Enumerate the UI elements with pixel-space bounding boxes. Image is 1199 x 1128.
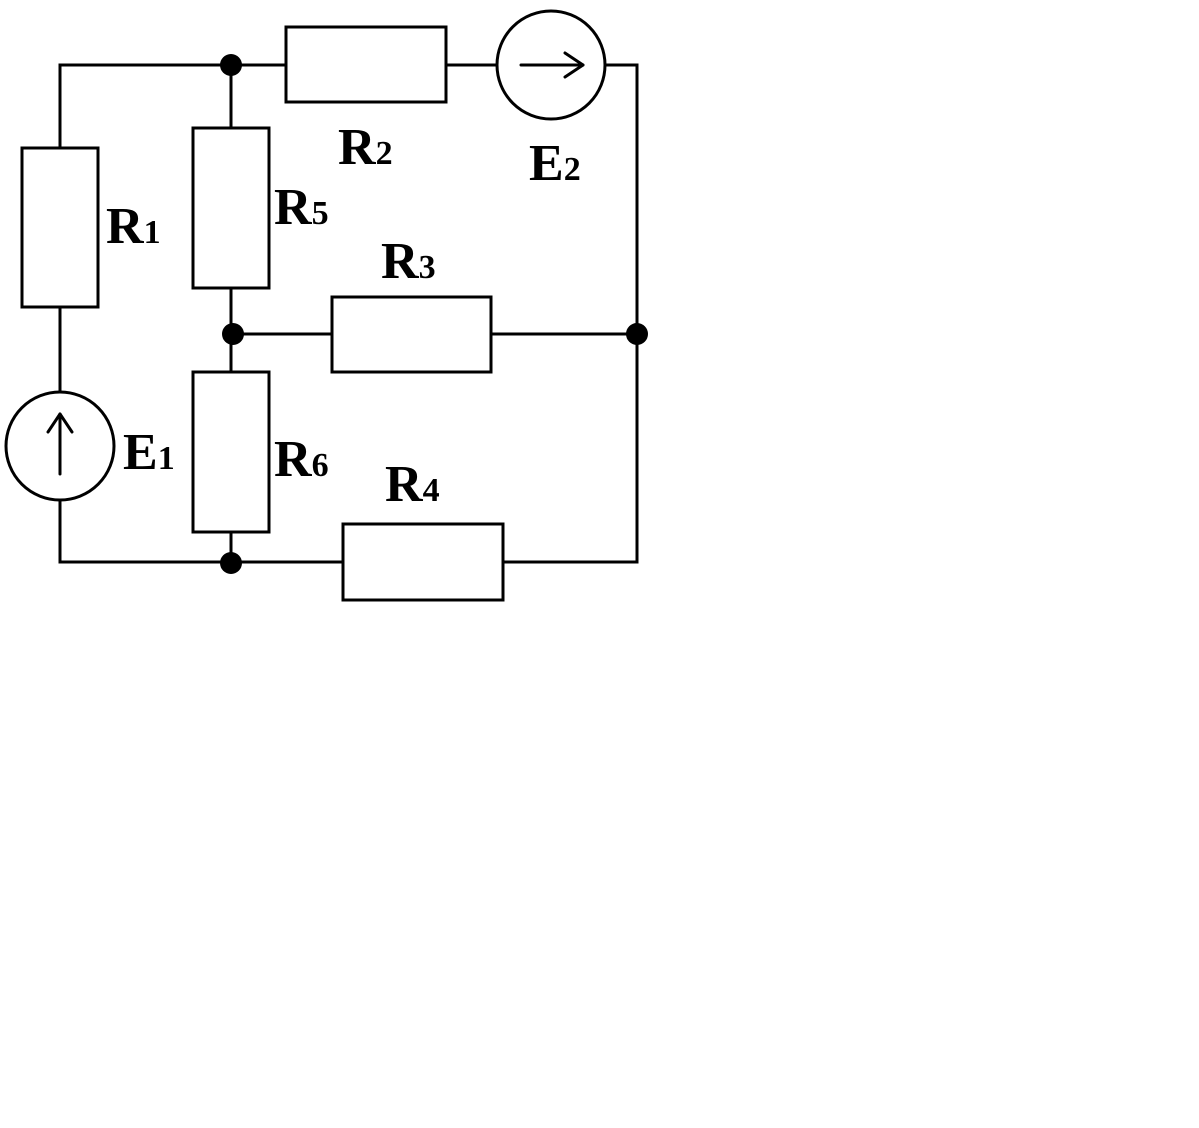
- wires: [58, 63, 639, 564]
- node-middle-right: [626, 323, 648, 345]
- source-e1: [4, 390, 116, 502]
- label-r4: R4: [385, 456, 440, 513]
- label-r2-sub: 2: [376, 135, 393, 172]
- junction-nodes: [220, 54, 648, 574]
- label-r6: R6: [274, 431, 329, 488]
- label-e2-sub: 2: [564, 151, 581, 188]
- resistor-r6: [191, 370, 271, 534]
- resistor-r1: [20, 146, 100, 309]
- label-r5-sub: 5: [312, 195, 329, 232]
- label-r2: R2: [338, 119, 393, 176]
- label-r3-sub: 3: [419, 249, 436, 286]
- label-e2: E2: [529, 135, 581, 192]
- label-r6-main: R: [274, 431, 313, 488]
- resistor-r3: [330, 295, 493, 374]
- label-r4-main: R: [385, 456, 424, 513]
- label-r3-main: R: [381, 233, 420, 290]
- label-r1-main: R: [106, 198, 145, 255]
- source-e2: [495, 9, 607, 121]
- label-r6-sub: 6: [312, 447, 329, 484]
- wire-e2-right: [501, 63, 639, 564]
- arrow-up-icon: [46, 412, 74, 476]
- label-r5: R5: [274, 179, 329, 236]
- node-bottom: [220, 552, 242, 574]
- resistor-r5: [191, 126, 271, 290]
- label-r2-main: R: [338, 119, 377, 176]
- label-e1-main: E: [123, 424, 158, 481]
- resistor-r4: [341, 522, 505, 602]
- resistor-r2: [284, 25, 448, 104]
- label-r1-sub: 1: [144, 214, 161, 251]
- wire-left-upper: [58, 63, 233, 150]
- label-r4-sub: 4: [423, 472, 440, 509]
- label-r1: R1: [106, 198, 161, 255]
- node-top: [220, 54, 242, 76]
- label-e2-main: E: [529, 135, 564, 192]
- label-r3: R3: [381, 233, 436, 290]
- wire-left-lower: [58, 498, 233, 564]
- arrow-right-icon: [519, 51, 585, 79]
- label-e1: E1: [123, 424, 175, 481]
- label-r5-main: R: [274, 179, 313, 236]
- node-middle-left: [222, 323, 244, 345]
- label-e1-sub: 1: [158, 440, 175, 477]
